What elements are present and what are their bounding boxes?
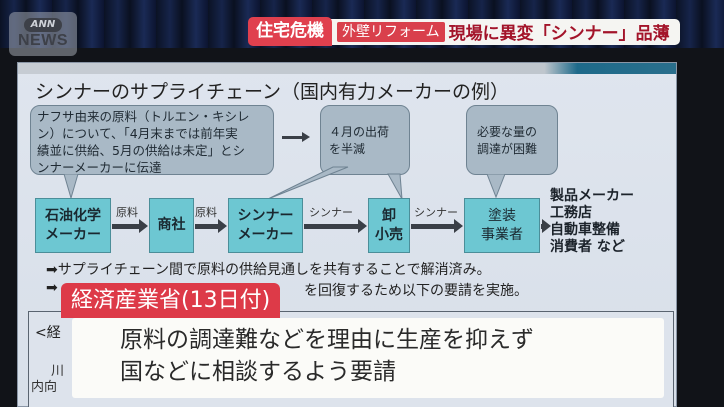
logo-ann: ANN	[23, 18, 63, 32]
caption-line-1: 原料の調達難などを理由に生産を抑えず	[120, 327, 534, 353]
callout-bubble-shipping: ４月の出荷 を半減	[320, 105, 410, 175]
flow-line: メーカー	[237, 226, 294, 243]
flow-arrow-icon	[112, 219, 148, 233]
flow-line: 卸	[382, 207, 396, 224]
caption-box: 原料の調達難などを理由に生産を抑えず 国などに相談するよう要請	[72, 318, 664, 398]
arrow-label: シンナー	[414, 206, 458, 219]
banner-headline: 現場に異変「シンナー」品薄	[448, 24, 670, 44]
flow-trading-company: 商社	[149, 198, 194, 253]
slide-title: シンナーのサプライチェーン（国内有力メーカーの例）	[35, 81, 510, 103]
arrow-label: 原料	[195, 206, 217, 219]
flow-thinner-maker: シンナーメーカー	[228, 198, 303, 253]
end-user-list: 製品メーカー 工務店 自動車整備 消費者 など	[550, 188, 634, 256]
bullet-arrow: ➡	[46, 280, 58, 296]
arrow-label: シンナー	[309, 206, 353, 219]
logo-news: NEWS	[18, 32, 68, 49]
arrowhead-icon	[302, 132, 310, 142]
bubble-line: ４月の出荷	[329, 125, 390, 139]
caption-line-2: 国などに相談するよう要請	[120, 359, 396, 385]
bubble-line: を半減	[329, 142, 366, 156]
flow-arrow-icon	[541, 219, 551, 233]
flow-arrow-icon	[195, 219, 227, 233]
arrow-to-bubble	[282, 136, 304, 139]
flow-line: 小売	[375, 226, 403, 243]
bullet-request: ➡ を回復するため以下の要請を実施。	[46, 280, 646, 299]
bubble-tail-icon	[63, 174, 79, 199]
end-user: 工務店	[550, 205, 592, 221]
banner-topic-tag: 住宅危機	[248, 17, 332, 46]
flow-line: メーカー	[45, 226, 101, 243]
bullet-text: を回復するため以下の要請を実施。	[304, 283, 528, 299]
bubble-line: ナフサ由来の原料（トルエン・キシレ	[37, 109, 250, 124]
caption-source-tag: 経済産業省(13日付)	[61, 283, 281, 318]
flow-line: 事業者	[481, 226, 523, 243]
bubble-line: 績並に供給、5月の供給は未定」とシ	[37, 143, 245, 158]
flow-line: シンナー	[237, 207, 294, 224]
flow-line: 商社	[157, 217, 186, 233]
bubble-line: 調達が困難	[477, 142, 538, 156]
callout-bubble-naphtha: ナフサ由来の原料（トルエン・キシレ ン）について、「4月末までは前年実 績並に供…	[30, 105, 274, 175]
end-user: 消費者 など	[550, 239, 625, 255]
flow-wholesale-retail: 卸小売	[368, 198, 410, 253]
end-user: 製品メーカー	[550, 188, 634, 204]
request-box-line: 内向	[31, 380, 58, 395]
banner-subtag: 外壁リフォーム	[337, 21, 445, 42]
bubble-tails-icon	[267, 166, 403, 200]
bubble-tail-icon	[486, 174, 506, 198]
bullet-resolved: ➡サプライチェーン間で原料の供給見通しを共有することで解消済み。	[46, 262, 491, 278]
flow-painting-contractor: 塗装事業者	[464, 198, 540, 253]
end-user: 自動車整備	[550, 222, 620, 238]
slide-top-bar	[18, 63, 676, 74]
flow-line: 塗装	[488, 207, 516, 224]
flow-petrochemical-maker: 石油化学メーカー	[35, 198, 111, 253]
request-box-line: 川	[51, 364, 65, 379]
callout-bubble-procurement: 必要な量の 調達が困難	[466, 105, 558, 175]
arrow-label: 原料	[116, 206, 138, 219]
flow-arrow-icon	[304, 219, 367, 233]
bubble-line: ン）について、「4月末までは前年実	[37, 126, 238, 141]
flow-arrow-icon	[411, 219, 463, 233]
bubble-line: 必要な量の	[477, 125, 538, 139]
news-banner: 住宅危機 外壁リフォーム 現場に異変「シンナー」品薄	[248, 17, 680, 46]
flow-line: 石油化学	[45, 207, 101, 224]
request-box-label: <経	[35, 325, 61, 341]
ann-news-logo: ANN NEWS	[9, 12, 77, 56]
bubble-line: ンナーメーカーに伝達	[37, 160, 162, 175]
banner-body: 外壁リフォーム 現場に異変「シンナー」品薄	[329, 18, 680, 45]
